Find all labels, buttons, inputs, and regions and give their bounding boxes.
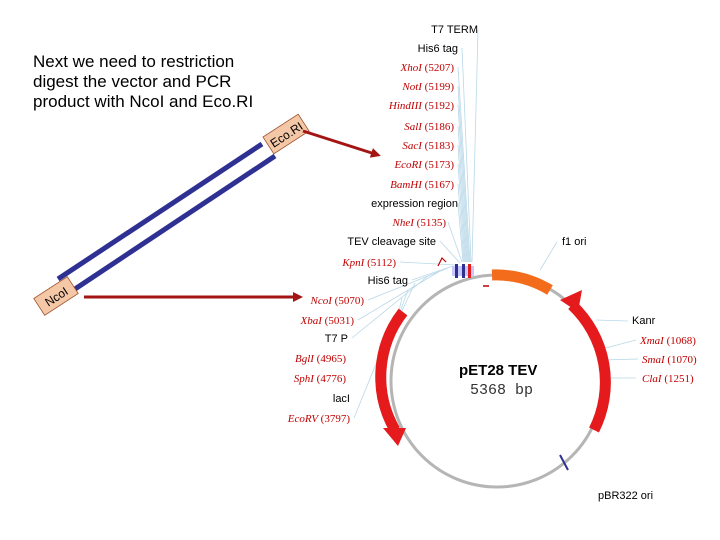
site-noti: NotI (5199) [401,81,454,93]
pcr-end-left: NcoI [33,276,79,316]
site-ncoi: NcoI (5070) [310,295,365,307]
site-ecori: EcoRI (5173) [393,159,454,171]
his6-tag-top-label: His6 tag [418,43,458,55]
caption-line-3: product with NcoI and Eco.RI [33,92,254,111]
pcr-product: NcoI Eco.RI [33,113,310,316]
caption-line-1: Next we need to restriction [33,52,235,71]
plasmid-size: 5368 bp [470,382,533,399]
arrow-to-ecori [302,129,381,158]
site-sali: SalI (5186) [404,121,454,133]
site-bgli: BglI (4965) [295,353,346,365]
site-nhei: NheI (5135) [392,217,447,229]
site-xmai: XmaI (1068) [639,335,696,347]
his6-tag-mid-label: His6 tag [368,275,408,287]
site-smai: SmaI (1070) [642,354,697,366]
site-saci: SacI (5183) [402,140,454,152]
pcr-end-right: Eco.RI [262,113,310,155]
laci-arrowhead [383,428,406,446]
f1-ori-label: f1 ori [562,236,586,248]
site-sphi: SphI (4776) [294,373,347,385]
laci-label: lacI [333,393,350,405]
t7-term-label: T7 TERM [431,24,478,36]
site-xbai: XbaI (5031) [300,315,355,327]
laci-feature [375,308,408,433]
kanr-feature [568,300,611,433]
t7-p-label: T7 P [325,333,348,345]
kanr-arrowhead [560,290,582,312]
plasmid-name: pET28 TEV [459,362,537,379]
pcr-strand-top [56,141,264,282]
site-xhoi: XhoI (5207) [400,62,455,74]
f1-ori-feature [491,269,553,295]
mcs-block [437,256,474,278]
caption-line-2: digest the vector and PCR [33,72,232,91]
expression-region-label: expression region [371,198,458,210]
site-bamhi: BamHI (5167) [390,179,454,191]
site-clai: ClaI (1251) [642,373,694,385]
site-kpni: KpnI (5112) [341,257,396,269]
tev-site-label: TEV cleavage site [347,236,436,248]
pbr322-tick [559,454,569,471]
site-hindiii: HindIII (5192) [388,100,454,112]
site-ecorv: EcoRV (3797) [287,413,351,425]
pbr322-ori-label: pBR322 ori [598,490,653,502]
site-leader-lines [351,29,639,419]
slide-caption: Next we need to restriction digest the v… [33,52,293,112]
pcr-strand-bottom [70,153,277,294]
kanr-label: Kanr [632,315,656,327]
